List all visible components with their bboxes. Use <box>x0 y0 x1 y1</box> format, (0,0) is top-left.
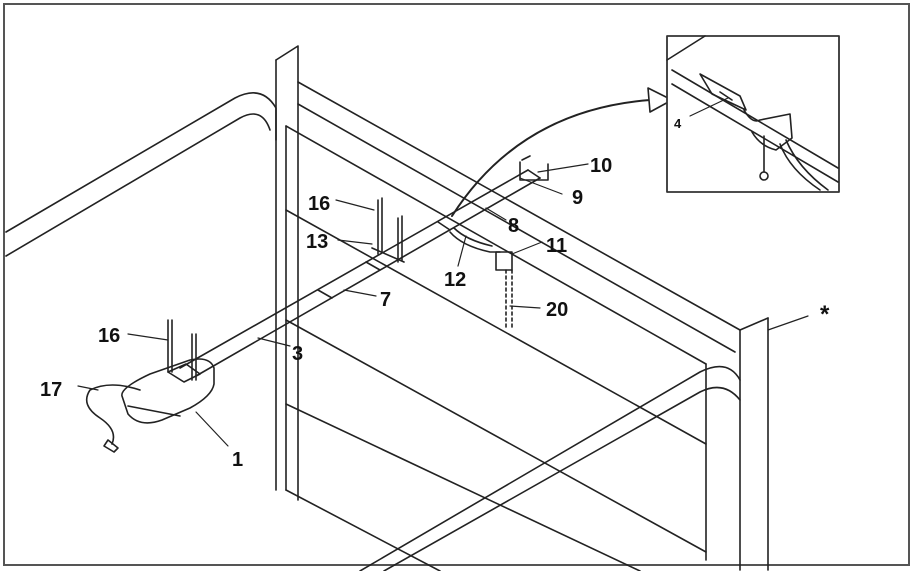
leader-lines <box>77 97 809 447</box>
label-20: 20 <box>546 299 568 321</box>
label-13: 13 <box>306 231 328 253</box>
label-17: 17 <box>40 379 62 401</box>
label-12: 12 <box>444 269 466 291</box>
motor-unit <box>121 358 215 424</box>
power-cord <box>85 384 141 453</box>
inset-detail <box>666 35 840 193</box>
label-asterisk: * <box>820 301 830 328</box>
right-door-rail <box>359 365 741 571</box>
label-16-motor: 16 <box>98 325 120 347</box>
header-bracket <box>519 155 549 181</box>
ceiling-lines <box>297 81 769 353</box>
label-16-middle: 16 <box>308 193 330 215</box>
label-8: 8 <box>508 215 519 237</box>
opener-rail <box>179 169 541 377</box>
label-11: 11 <box>546 235 567 257</box>
hanger-bracket-middle <box>371 197 405 263</box>
label-7: 7 <box>380 289 391 311</box>
label-9: 9 <box>572 187 583 209</box>
label-10: 10 <box>590 155 612 177</box>
curved-arrow <box>451 99 651 217</box>
label-1: 1 <box>232 449 243 471</box>
left-post <box>275 45 299 501</box>
label-4: 4 <box>674 116 682 131</box>
arrow-head <box>647 87 673 113</box>
label-3: 3 <box>292 343 303 365</box>
garage-door-panel <box>285 125 707 571</box>
hanger-bracket-motor <box>167 319 197 381</box>
emergency-release <box>449 227 513 331</box>
callout-labels: 1 3 4 7 8 9 10 11 12 13 16 16 17 20 * <box>40 116 830 471</box>
left-door-rail <box>5 92 277 257</box>
right-post <box>739 317 769 571</box>
